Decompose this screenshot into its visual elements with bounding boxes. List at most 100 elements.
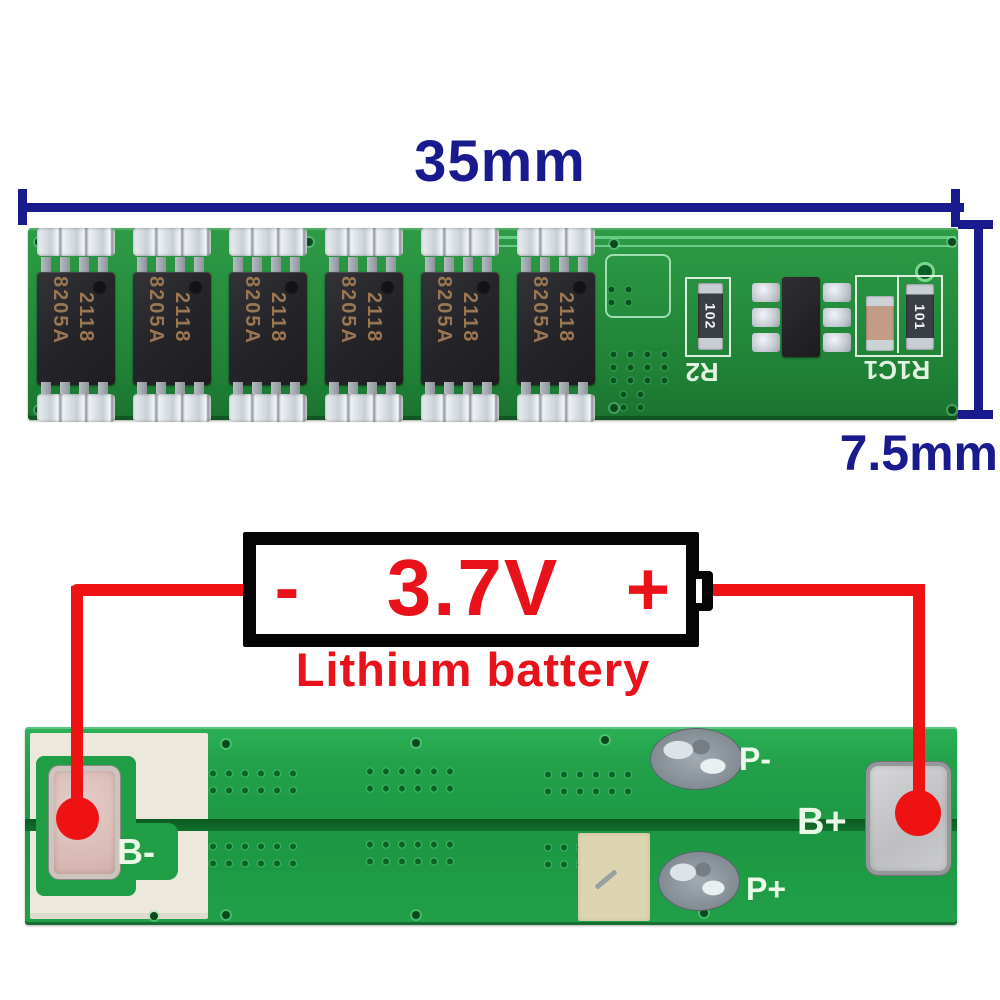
board-hole [412,739,420,747]
ic-pins-top [521,257,591,274]
wire-positive-vertical [913,586,925,814]
silkscreen-divider [897,275,899,353]
battery-minus-sign: - [274,546,300,629]
solder-blobs-top [37,228,115,256]
ic-marking-line1: 8205A [529,276,551,345]
board-hole [222,740,230,748]
ic-body: 8205A 2118 [229,272,307,385]
ic-marking-line2: 2118 [171,292,193,344]
ic-marking-line1: 8205A [337,276,359,345]
ic-8205a-4: 8205A 2118 [325,228,403,422]
board-hole [412,911,420,919]
solder-blobs-top [325,228,403,256]
sot-pad [752,333,780,352]
battery-voltage: 3.7V [386,543,560,632]
width-dimension-cap-right [951,189,960,227]
sot-pad [752,283,780,302]
board-hole [610,404,618,412]
capacitor-c1 [866,296,894,351]
sot-pad [823,283,851,302]
ic-marking-line2: 2118 [267,292,289,344]
solder-point-marker-b-plus [895,790,941,836]
wire-positive-horizontal [702,584,925,596]
ic-body: 8205A 2118 [421,272,499,385]
p-minus-label: P- [739,741,771,777]
solder-blobs-bottom [325,394,403,422]
ic-marking: 8205A 2118 [47,276,107,381]
ic-marking-line1: 8205A [49,276,71,345]
sot23-ic [782,277,820,357]
resistor-r1: 101 [906,284,934,350]
ic-marking-line1: 8205A [145,276,167,345]
p-minus-solder-blob [650,728,743,790]
via-cluster [205,765,300,799]
solder-blobs-top [133,228,211,256]
via-cluster [540,766,635,800]
board-hole [948,238,956,246]
via-cluster [605,348,675,388]
solder-blobs-bottom [133,394,211,422]
ic-8205a-2: 8205A 2118 [133,228,211,422]
sot-pad [823,333,851,352]
via-pad [915,262,935,282]
via-cluster [205,838,300,872]
pin1-dimple [381,281,394,294]
battery-symbol [243,532,699,647]
ic-8205a-6: 8205A 2118 [517,228,595,422]
board-hole [601,736,609,744]
ic-marking-line2: 2118 [75,292,97,344]
ic-body: 8205A 2118 [325,272,403,385]
solder-blobs-bottom [37,394,115,422]
b-minus-label: B- [117,831,155,872]
ic-marking-line2: 2118 [363,292,385,344]
board-hole [305,238,313,246]
ic-marking: 8205A 2118 [431,276,491,381]
ic-8205a-1: 8205A 2118 [37,228,115,422]
ic-body: 8205A 2118 [517,272,595,385]
p-plus-label: P+ [746,871,787,907]
width-dimension-cap-left [18,189,27,225]
ic-marking-line1: 8205A [433,276,455,345]
pcb-trace [488,245,956,247]
height-dimension-cap-bottom [958,410,993,419]
height-dimension-line [974,224,983,418]
ic-body: 8205A 2118 [133,272,211,385]
ic-marking: 8205A 2118 [239,276,299,381]
ic-body: 8205A 2118 [37,272,115,385]
ic-pins-top [233,257,303,274]
ic-8205a-5: 8205A 2118 [421,228,499,422]
solder-blobs-bottom [421,394,499,422]
via-cluster [603,283,637,310]
pin1-dimple [573,281,586,294]
pin1-dimple [93,281,106,294]
solder-blobs-top [421,228,499,256]
silkscreen-patch [578,833,650,921]
ic-pins-top [425,257,495,274]
silkscreen-box-r1c1 [855,275,943,357]
solder-blobs-top [517,228,595,256]
pin1-dimple [477,281,490,294]
solder-point-marker-b-minus [56,797,99,840]
board-hole [948,406,956,414]
ic-marking-line2: 2118 [555,292,577,344]
height-dimension-cap-top [958,220,993,229]
ic-pins-top [329,257,399,274]
ic-marking-line2: 2118 [459,292,481,344]
resistor-r2: 102 [698,283,723,350]
ic-pins-top [41,257,111,274]
board-seam [25,819,957,831]
via-cluster [362,763,457,797]
pcb-bottom-view: B- P- P+ B+ [25,727,957,925]
via-cluster [615,388,649,412]
board-hole [700,909,708,917]
resistor-r2-value: 102 [702,303,719,330]
battery-caption: Lithium battery [295,643,651,696]
silkscreen-label-r2: R2 [685,357,719,387]
ic-marking-line1: 8205A [241,276,263,345]
wire-negative-horizontal [71,584,251,596]
b-plus-label: B+ [797,801,847,843]
sot-pad [823,308,851,327]
board-hole [222,911,230,919]
p-plus-solder-blob [658,851,740,911]
